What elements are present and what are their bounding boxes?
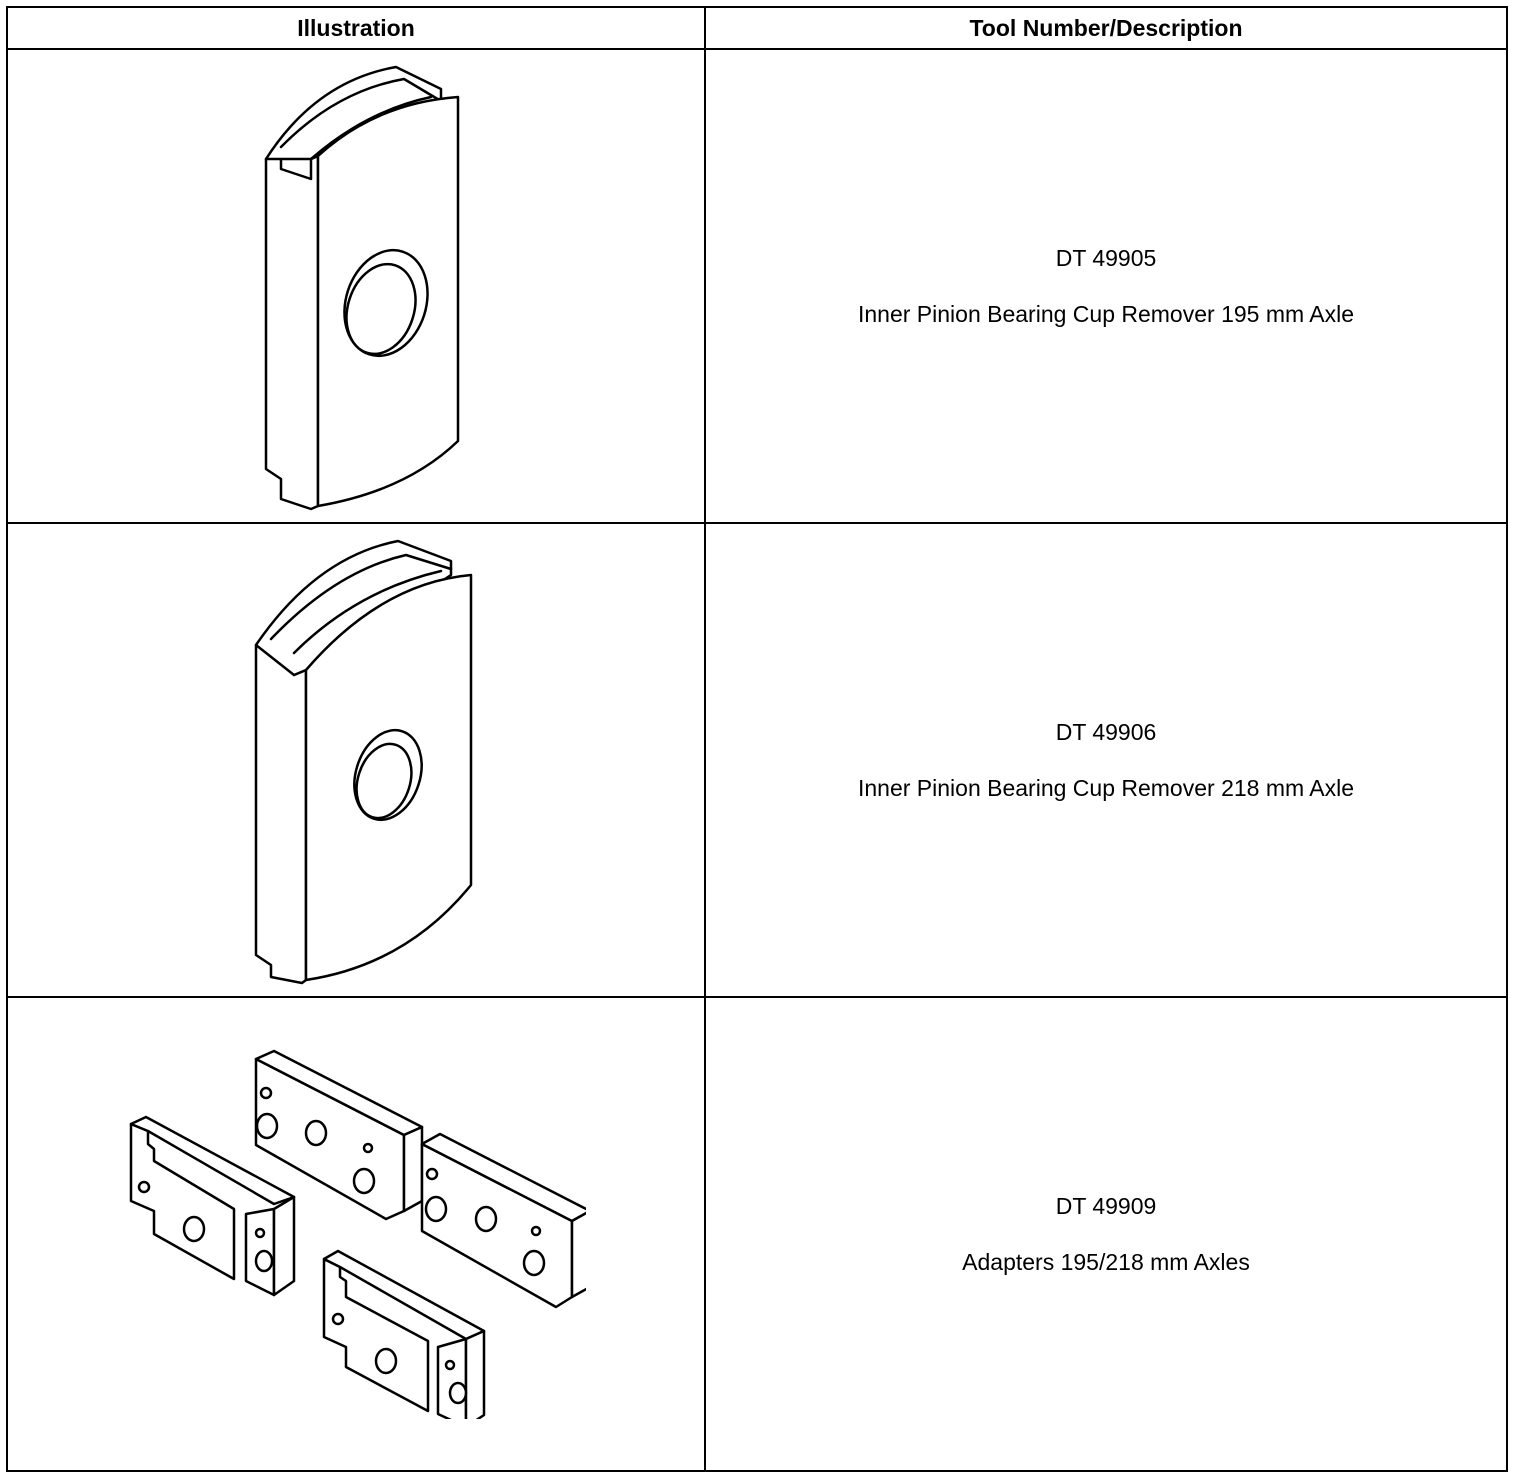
table-header-row: Illustration Tool Number/Description xyxy=(6,6,1508,50)
tool-description: Inner Pinion Bearing Cup Remover 195 mm … xyxy=(857,301,1355,327)
bearing-cup-remover-plate-icon xyxy=(254,539,473,985)
tool-description: Adapters 195/218 mm Axles xyxy=(962,1249,1250,1275)
table-row: DT 49906 Inner Pinion Bearing Cup Remove… xyxy=(6,522,1508,998)
axle-adapters-set-icon xyxy=(129,1049,586,1419)
header-illustration: Illustration xyxy=(6,6,706,50)
header-tool-number-description: Tool Number/Description xyxy=(704,6,1508,50)
adapter-bracket-icon xyxy=(129,1115,296,1297)
bearing-cup-remover-plate-icon xyxy=(264,65,460,511)
adapter-block-icon xyxy=(420,1132,586,1309)
tool-number: DT 49905 xyxy=(1055,245,1157,271)
tool-description-cell: DT 49905 Inner Pinion Bearing Cup Remove… xyxy=(704,48,1508,524)
tool-description: Inner Pinion Bearing Cup Remover 218 mm … xyxy=(857,775,1355,801)
tool-description-cell: DT 49909 Adapters 195/218 mm Axles xyxy=(704,996,1508,1472)
tool-table: Illustration Tool Number/Description xyxy=(6,6,1508,1472)
adapter-block-icon xyxy=(254,1049,424,1221)
adapter-bracket-icon xyxy=(322,1249,486,1419)
illustration-cell xyxy=(6,522,706,998)
tool-number: DT 49909 xyxy=(1055,1193,1157,1219)
illustration-cell xyxy=(6,48,706,524)
table-row: DT 49909 Adapters 195/218 mm Axles xyxy=(6,996,1508,1472)
table-row: DT 49905 Inner Pinion Bearing Cup Remove… xyxy=(6,48,1508,524)
tool-number: DT 49906 xyxy=(1055,719,1157,745)
tool-description-cell: DT 49906 Inner Pinion Bearing Cup Remove… xyxy=(704,522,1508,998)
illustration-cell xyxy=(6,996,706,1472)
